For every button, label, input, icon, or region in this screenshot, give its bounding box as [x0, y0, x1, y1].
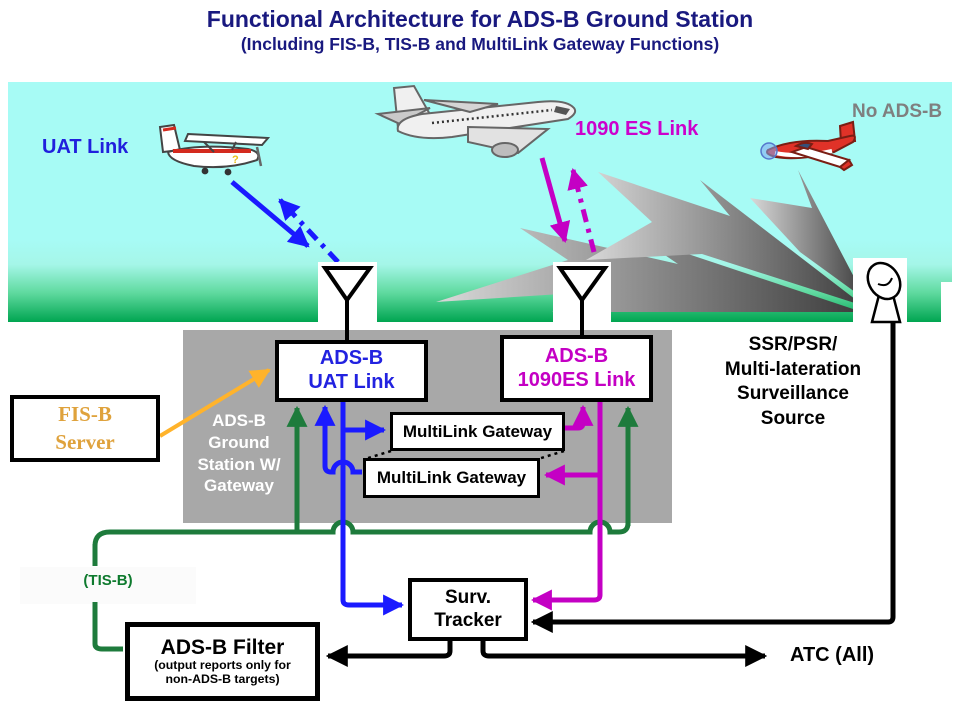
tisb-label-band	[20, 567, 196, 604]
tisb-label: (TIS-B)	[83, 572, 133, 589]
page-title: Functional Architecture for ADS-B Ground…	[206, 6, 754, 32]
adsb-filter-box: ADS-B Filter (output reports only for no…	[125, 622, 320, 701]
multilink-gateway-2-box: MultiLink Gateway	[363, 458, 540, 498]
multilink-gateway-1-box: MultiLink Gateway	[390, 412, 565, 451]
ground-station-label: ADS-B Ground Station W/ Gateway	[197, 411, 281, 496]
es-link-label: 1090 ES Link	[575, 118, 699, 140]
page-subtitle: (Including FIS-B, TIS-B and MultiLink Ga…	[240, 34, 720, 54]
atc-label: ATC (All)	[790, 644, 875, 666]
adsb-1090es-link-box: ADS-B 1090ES Link	[500, 335, 653, 402]
sky-background	[8, 82, 952, 322]
surv-tracker-box: Surv. Tracker	[408, 578, 528, 641]
sky-notch	[941, 282, 960, 322]
fisb-server-box: FIS-B Server	[10, 395, 160, 462]
no-adsb-label: No ADS-B	[852, 101, 943, 122]
uat-link-label: UAT Link	[42, 136, 129, 158]
adsb-uat-link-box: ADS-B UAT Link	[275, 340, 428, 402]
surveillance-source-label: SSR/PSR/ Multi-lateration Surveillance S…	[724, 334, 862, 430]
